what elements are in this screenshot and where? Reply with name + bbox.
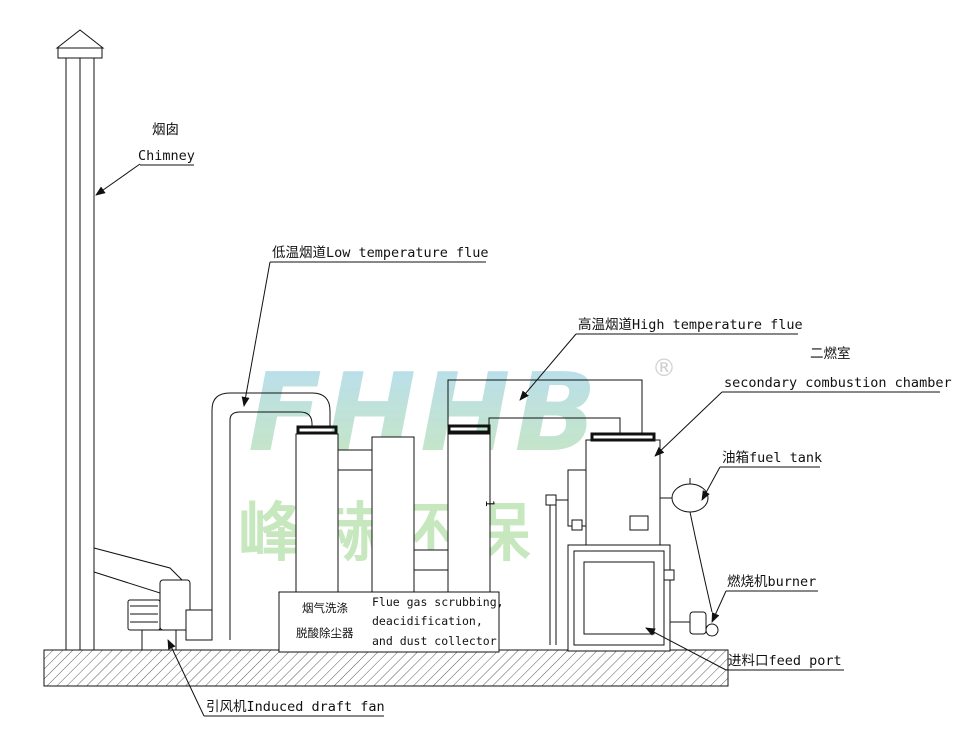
induced-draft-fan — [93, 547, 213, 651]
callout-induced-draft-fan: 引风机Induced draft fan — [167, 639, 385, 717]
secondary-combustion-chamber — [545, 432, 661, 546]
callout-fuel-tank: 油箱fuel tank — [701, 450, 822, 501]
induced-draft-fan-label: 引风机Induced draft fan — [206, 699, 385, 715]
secondary-chamber-label-en: secondary combustion chamber — [724, 375, 952, 391]
chimney-label-en: Chimney — [138, 148, 195, 164]
burner-label: 燃烧机burner — [727, 573, 816, 590]
callout-chimney: 烟囱 Chimney — [95, 122, 195, 196]
callout-low-temperature-flue: 低温烟道Low temperature flue — [241, 245, 489, 407]
scrubber-label-en-3: and dust collector — [372, 634, 497, 648]
burner — [670, 611, 719, 637]
svg-text:1: 1 — [483, 500, 497, 507]
fuel-tank — [660, 478, 713, 613]
high-temperature-flue-pipe — [447, 379, 643, 434]
fuel-tank-label: 油箱fuel tank — [722, 450, 822, 466]
callout-burner: 燃烧机burner — [711, 573, 818, 623]
scrubber-label-en-1: Flue gas scrubbing, — [372, 595, 504, 609]
low-temperature-flue-pipe — [211, 392, 331, 640]
callout-high-temperature-flue: 高温烟道High temperature flue — [519, 316, 803, 401]
scrubber-label-en-2: deacidification, — [372, 614, 483, 628]
watermark-registered-mark: ® — [652, 354, 676, 382]
low-temperature-flue-label: 低温烟道Low temperature flue — [272, 245, 489, 261]
callout-secondary-combustion-chamber: 二燃室 secondary combustion chamber — [654, 345, 952, 457]
primary-chamber — [549, 505, 675, 652]
scrubber-label-cn-2: 脱酸除尘器 — [296, 626, 354, 640]
scrubber-label-cn-1: 烟气洗涤 — [302, 601, 348, 615]
high-temperature-flue-label: 高温烟道High temperature flue — [578, 316, 803, 333]
chimney — [55, 29, 105, 651]
ground — [43, 649, 729, 687]
chimney-label-cn: 烟囱 — [152, 122, 179, 138]
feed-port-label: 进料口feed port — [728, 653, 842, 669]
secondary-chamber-label-cn: 二燃室 — [810, 345, 851, 362]
scrubber-assembly: 1 烟气洗涤 脱酸除尘器 Flue gas scrubbing, deacidi… — [278, 424, 504, 653]
callout-feed-port: 进料口feed port — [645, 627, 844, 671]
